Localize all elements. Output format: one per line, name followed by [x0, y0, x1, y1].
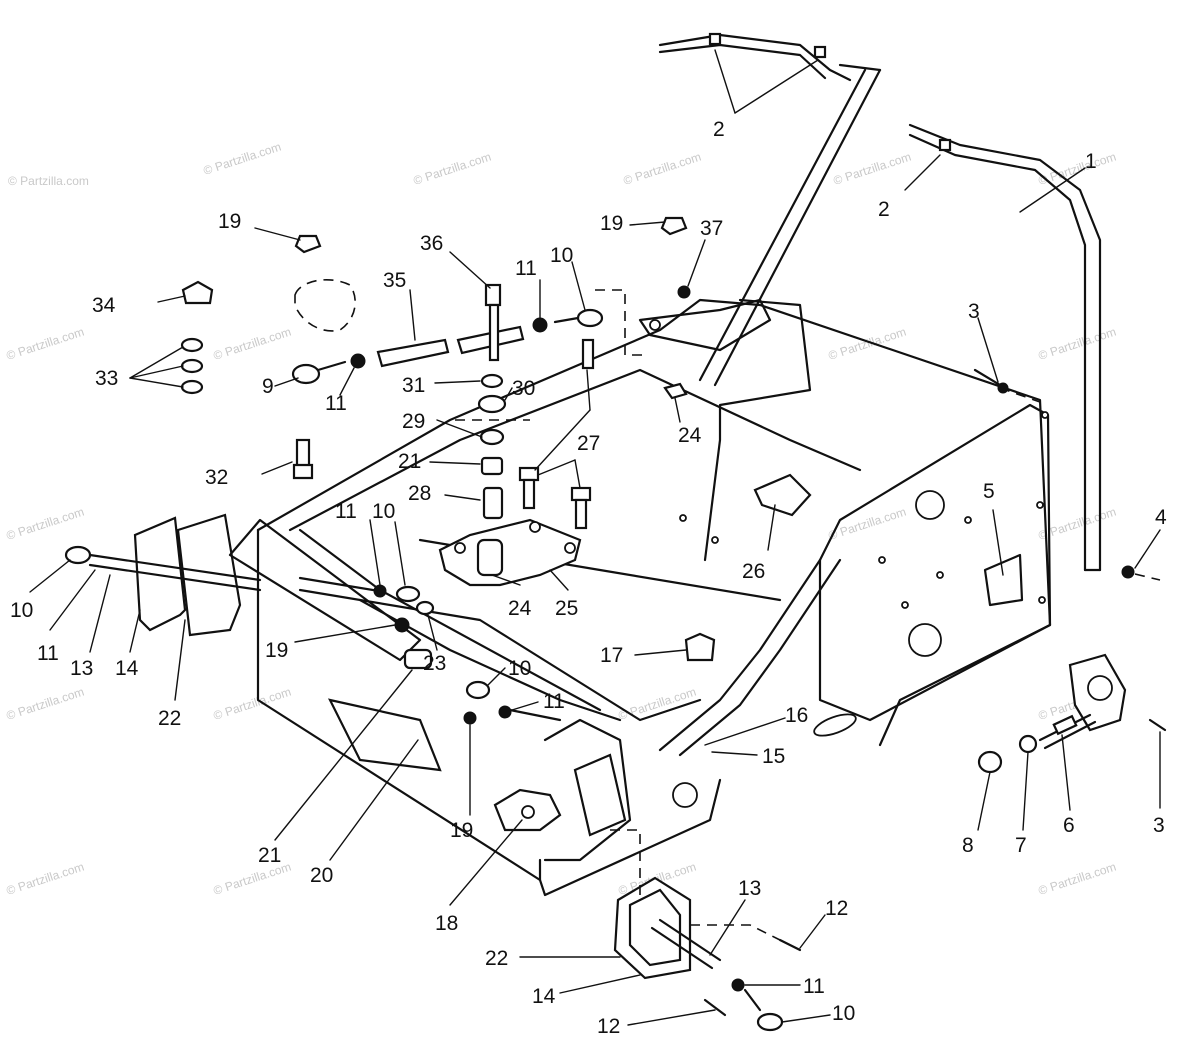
callout-13: 13: [70, 657, 93, 680]
callout-18: 18: [435, 912, 458, 935]
left-tie-rod-parts: [180, 216, 812, 662]
callout-20: 20: [310, 864, 333, 887]
callout-2: 2: [878, 198, 890, 221]
callout-17: 17: [600, 644, 623, 667]
callout-23: 23: [423, 652, 446, 675]
callout-10: 10: [550, 244, 573, 267]
watermark: © Partzilla.com: [622, 150, 703, 188]
callout-10: 10: [832, 1002, 855, 1025]
callout-2: 2: [713, 118, 725, 141]
callout-labels: 2 2 1 19 36 11 10 19 37 34 35 3 33 9 11 …: [10, 118, 1167, 1038]
steering-bracket: [595, 289, 812, 562]
callout-32: 32: [205, 466, 228, 489]
callout-29: 29: [402, 410, 425, 433]
lower-right-linkage: [493, 718, 802, 1032]
callout-6: 6: [1063, 814, 1075, 837]
callout-21: 21: [398, 450, 421, 473]
watermark: © Partzilla.com: [1037, 325, 1118, 363]
callout-27: 27: [577, 432, 600, 455]
callout-37: 37: [700, 217, 723, 240]
callout-4: 4: [1155, 506, 1167, 529]
callout-5: 5: [983, 480, 995, 503]
watermark: © Partzilla.com: [1037, 860, 1118, 898]
callout-14: 14: [532, 985, 556, 1008]
callout-7: 7: [1015, 834, 1027, 857]
watermark: © Partzilla.com: [5, 505, 86, 543]
callout-11: 11: [543, 690, 565, 713]
watermark: © Partzilla.com: [8, 174, 89, 188]
watermark: © Partzilla.com: [202, 140, 283, 178]
watermark: © Partzilla.com: [827, 325, 908, 363]
callout-22: 22: [158, 707, 181, 730]
callout-33: 33: [95, 367, 118, 390]
callout-13: 13: [738, 877, 761, 900]
callout-1: 1: [1085, 150, 1097, 173]
callout-22: 22: [485, 947, 508, 970]
callout-9: 9: [262, 375, 274, 398]
watermark: © Partzilla.com: [5, 860, 86, 898]
callout-12: 12: [597, 1015, 620, 1038]
callout-31: 31: [402, 374, 425, 397]
callout-25: 25: [555, 597, 578, 620]
watermark: © Partzilla.com: [832, 150, 913, 188]
callout-21: 21: [258, 844, 281, 867]
callout-16: 16: [785, 704, 808, 727]
callout-3: 3: [968, 300, 980, 323]
callout-11: 11: [335, 500, 357, 523]
watermark: © Partzilla.com: [412, 150, 493, 188]
chassis-frame: [256, 298, 1052, 897]
callout-14: 14: [115, 657, 139, 680]
callout-24: 24: [508, 597, 532, 620]
callout-11: 11: [325, 392, 347, 415]
callout-28: 28: [408, 482, 431, 505]
callout-11: 11: [515, 257, 537, 280]
callout-15: 15: [762, 745, 785, 768]
watermark: © Partzilla.com: [5, 685, 86, 723]
callout-19: 19: [218, 210, 241, 233]
right-arm-parts: [973, 368, 1167, 774]
callout-12: 12: [825, 897, 848, 920]
watermark: © Partzilla.com: [212, 325, 293, 363]
watermark: © Partzilla.com: [212, 685, 293, 723]
callout-11: 11: [803, 975, 825, 998]
callout-35: 35: [383, 269, 406, 292]
callout-3: 3: [1153, 814, 1165, 837]
callout-10: 10: [508, 657, 531, 680]
callout-34: 34: [92, 294, 116, 317]
handlebar-assembly: [658, 32, 1102, 757]
callout-36: 36: [420, 232, 443, 255]
callout-10: 10: [372, 500, 395, 523]
callout-26: 26: [742, 560, 765, 583]
callout-30: 30: [512, 377, 535, 400]
callout-11: 11: [37, 642, 59, 665]
watermark: © Partzilla.com: [5, 325, 86, 363]
callout-19: 19: [450, 819, 473, 842]
callout-19: 19: [265, 639, 288, 662]
callout-8: 8: [962, 834, 974, 857]
callout-19: 19: [600, 212, 623, 235]
left-linkage-parts: [64, 513, 602, 772]
leader-lines: [29, 49, 1161, 1026]
callout-10: 10: [10, 599, 33, 622]
callout-24: 24: [678, 424, 702, 447]
